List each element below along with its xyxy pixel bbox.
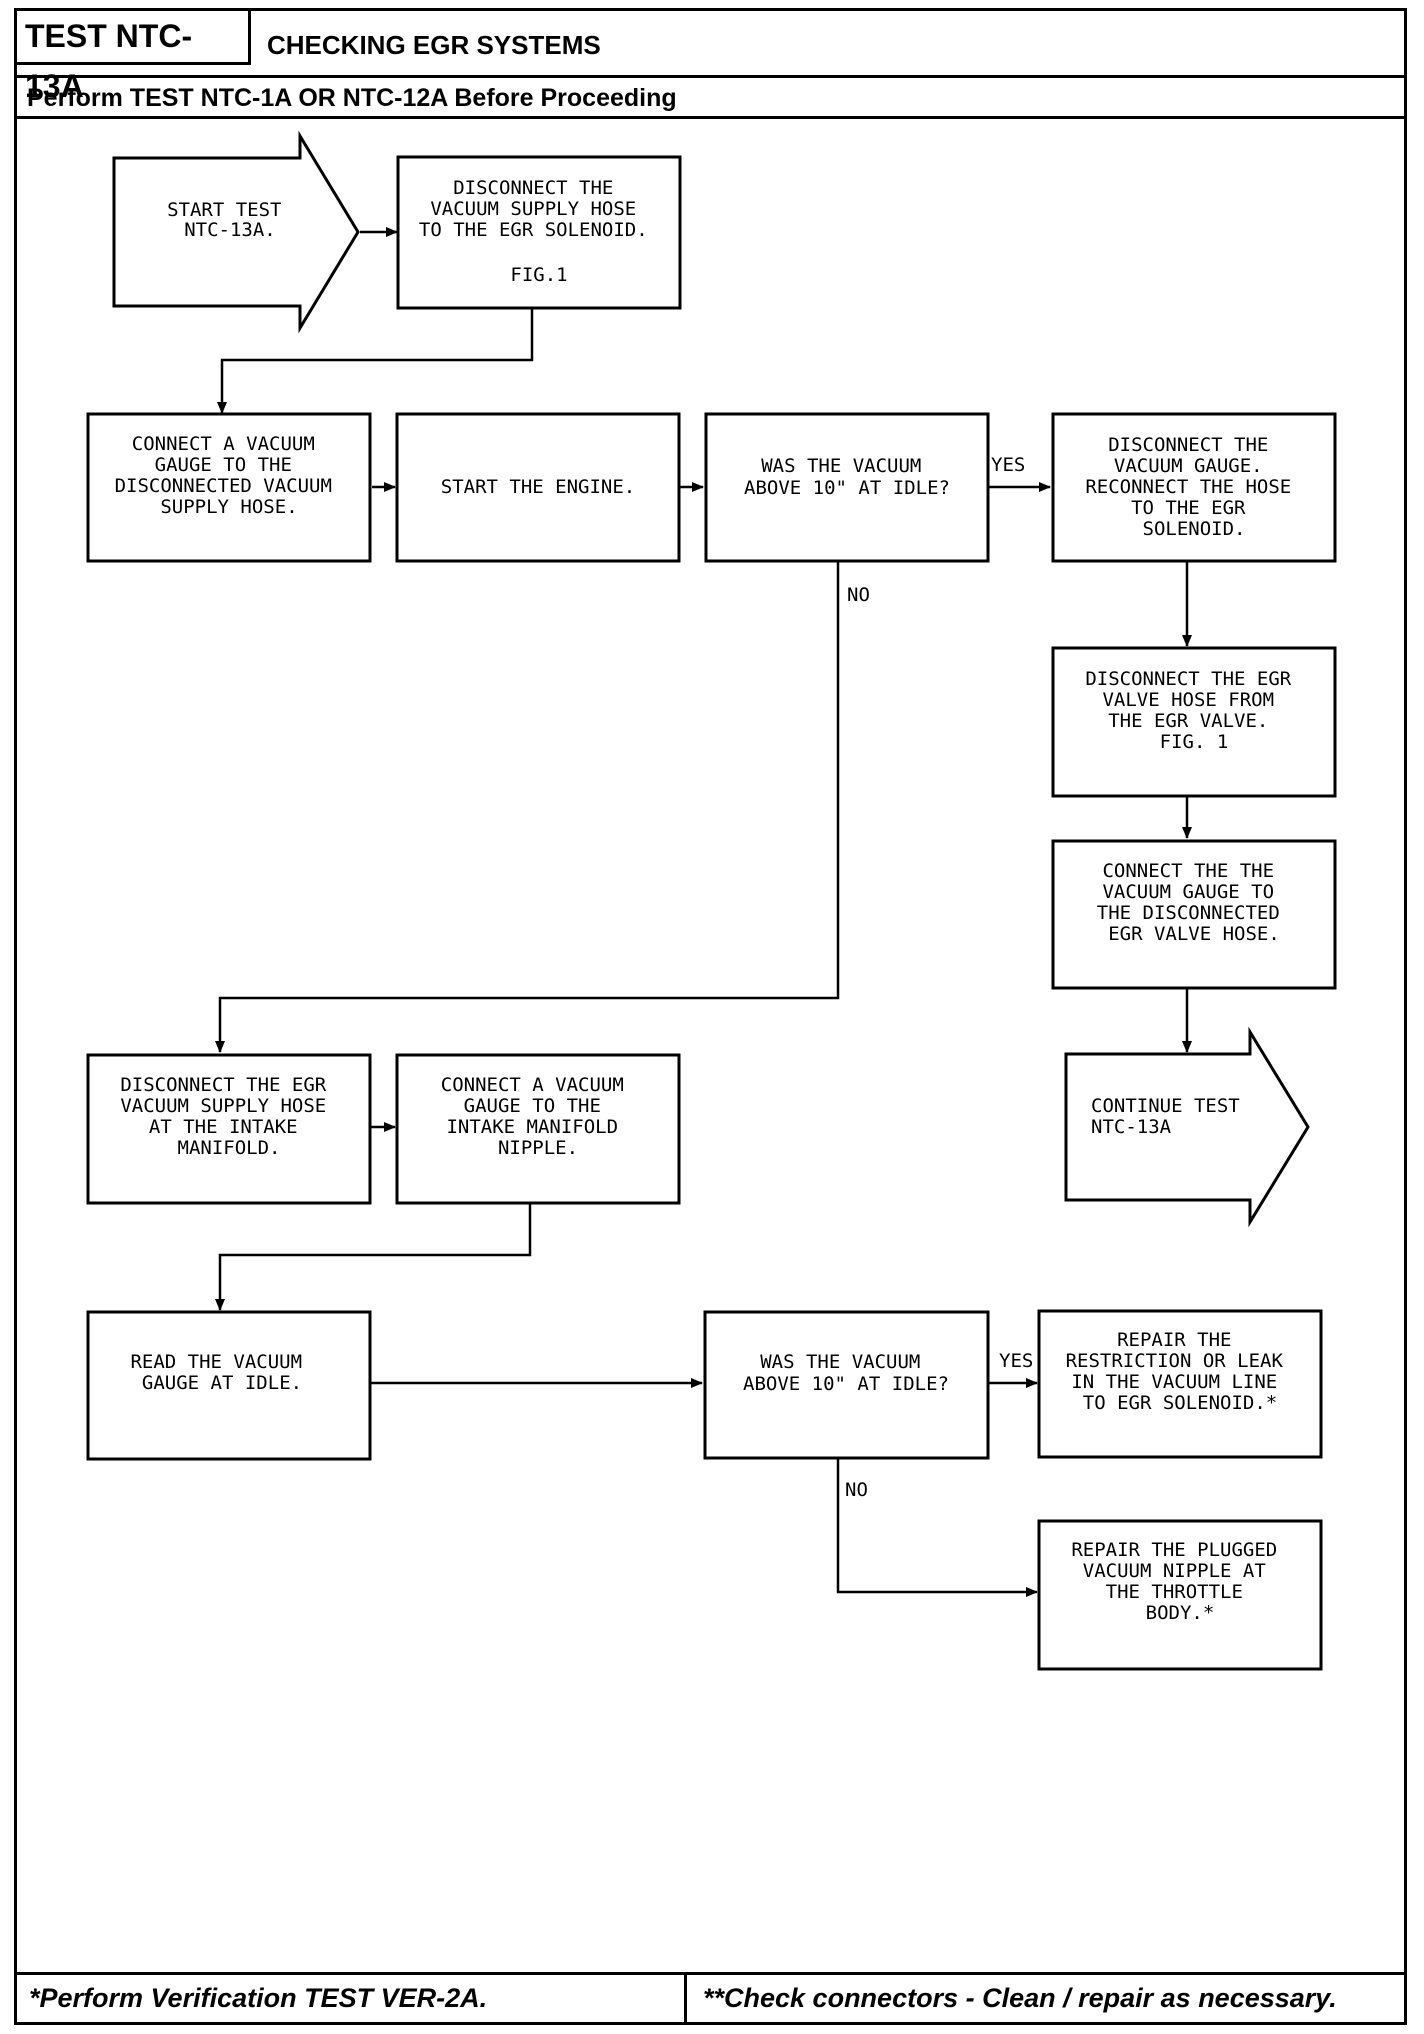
svg-text:DISCONNECT THE VACUUM GAUG: DISCONNECT THE VACUUM GAUGE. RECONNECT T… (1085, 434, 1302, 540)
disconnect-valve-hose-box (1051, 646, 1337, 798)
svg-text:CONNECT A VACUUM GAUGE TO: CONNECT A VACUUM GAUGE TO THE INTAKE MAN… (441, 1074, 635, 1159)
no-label-2: NO (845, 1479, 868, 1501)
decision-1-box (704, 412, 990, 563)
disconnect-egr-supply-box (86, 1053, 372, 1205)
yes-label-2: YES (999, 1350, 1033, 1372)
repair-nipple-box (1037, 1519, 1323, 1671)
edge-decision1-no (215, 562, 840, 1053)
footer-verification-note: *Perform Verification TEST VER-2A. (17, 1975, 687, 2022)
svg-text:WAS THE VACUUM ABOVE 10" A: WAS THE VACUUM ABOVE 10" AT IDLE? (744, 455, 950, 499)
repair-restriction-box (1037, 1309, 1323, 1459)
connect-gauge-intake-box (395, 1053, 681, 1205)
diagram-page: TEST NTC-13A CHECKING EGR SYSTEMS Perfor… (14, 8, 1407, 2025)
prerequisite-banner: Perform TEST NTC-1A OR NTC-12A Before Pr… (17, 75, 1404, 119)
yes-label-1: YES (991, 454, 1025, 476)
start-engine-box (395, 412, 681, 563)
start-terminator (112, 130, 360, 334)
svg-text:REPAIR THE PLUGGED VACUUM: REPAIR THE PLUGGED VACUUM NIPPLE AT THE … (1071, 1539, 1288, 1624)
svg-text:WAS THE VACUUM ABOVE 10" A: WAS THE VACUUM ABOVE 10" AT IDLE? (743, 1351, 949, 1395)
svg-text:CONTINUE TEST NTC-13A: CONTINUE TEST NTC-13A (1091, 1095, 1251, 1138)
footer: *Perform Verification TEST VER-2A. **Che… (17, 1972, 1404, 2022)
read-gauge-box (86, 1310, 372, 1461)
page-title: CHECKING EGR SYSTEMS (267, 30, 601, 60)
svg-text:DISCONNECT THE EGR VACUUM: DISCONNECT THE EGR VACUUM SUPPLY HOSE AT… (120, 1074, 337, 1159)
svg-text:START THE ENGINE.: START THE ENGINE. (441, 476, 635, 498)
edge-intake-to-read (215, 1203, 532, 1311)
svg-text:READ THE VACUUM GAUGE AT I: READ THE VACUUM GAUGE AT IDLE. (130, 1351, 313, 1394)
continue-terminator (1064, 1026, 1310, 1228)
svg-text:START TEST NTC-13A.: START TEST NTC-13A. (167, 199, 293, 241)
reconnect-hose-box (1051, 412, 1337, 563)
svg-text:DISCONNECT THE VACUUM SUPP: DISCONNECT THE VACUUM SUPPLY HOSE TO THE… (419, 177, 659, 286)
test-id: TEST NTC-13A (17, 11, 251, 104)
no-label-1: NO (847, 584, 870, 606)
svg-text:CONNECT THE THE VACUUM GAU: CONNECT THE THE VACUUM GAUGE TO THE DISC… (1097, 860, 1291, 945)
disconnect-supply-box (396, 155, 682, 310)
decision-2-box (703, 1310, 990, 1460)
start-line-2: NTC-13A. (184, 219, 276, 241)
start-line-1: START TEST (167, 199, 281, 221)
connect-gauge-box (86, 412, 372, 563)
connectors (215, 227, 1192, 1597)
svg-text:DISCONNECT THE EGR VALVE H: DISCONNECT THE EGR VALVE HOSE FROM THE E… (1085, 668, 1302, 753)
edge-decision2-no (836, 1458, 1038, 1597)
svg-text:CONNECT A VACUUM GAUGE TO: CONNECT A VACUUM GAUGE TO THE DISCONNECT… (115, 433, 344, 518)
connect-gauge-valve-box (1051, 839, 1337, 990)
svg-text:REPAIR THE RESTRICTION OR: REPAIR THE RESTRICTION OR LEAK IN THE VA… (1066, 1329, 1295, 1414)
footer-connector-note: **Check connectors - Clean / repair as n… (703, 1983, 1337, 2013)
edge-disconnect-to-connect (217, 308, 534, 414)
